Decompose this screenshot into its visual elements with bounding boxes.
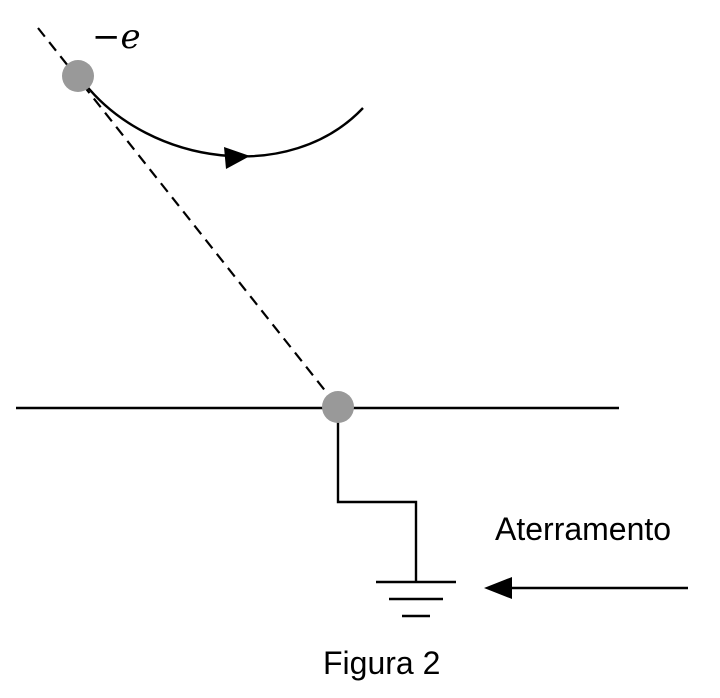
trajectory-curve — [84, 83, 364, 158]
charge-label: −e — [92, 17, 141, 57]
ground-label: Aterramento — [495, 511, 671, 547]
dashed-radial-line — [37, 27, 339, 408]
charge-particle — [62, 60, 94, 92]
trajectory-arrowhead — [224, 147, 250, 169]
figure-caption: Figura 2 — [323, 645, 440, 681]
image-point — [322, 391, 354, 423]
ground-wire — [336, 408, 418, 582]
ground-pointer-arrowhead — [484, 577, 512, 599]
ground-symbol — [376, 580, 456, 618]
